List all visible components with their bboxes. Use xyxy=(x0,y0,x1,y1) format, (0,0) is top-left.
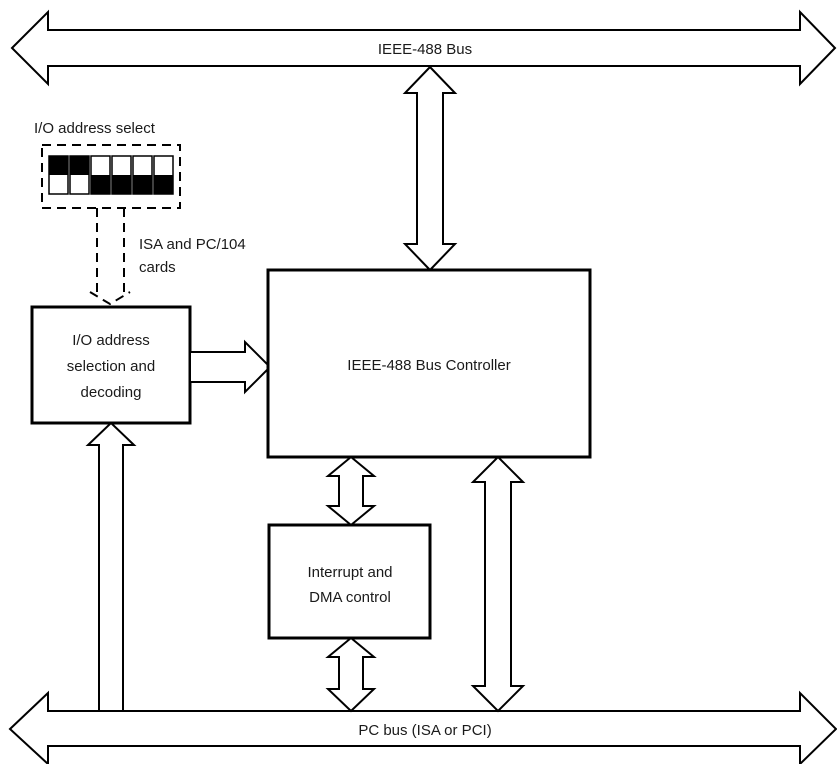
dip-switch-knob xyxy=(70,156,89,175)
dip-switch-knob xyxy=(154,175,173,194)
dip-switch-4[interactable] xyxy=(111,155,132,195)
interrupt-label-line1: Interrupt and xyxy=(307,564,392,581)
dip-switch-enclosure xyxy=(41,144,181,209)
dip-switch-1[interactable] xyxy=(48,155,69,195)
io-address-select-label: I/O address select xyxy=(34,120,156,137)
dip-switch-knob xyxy=(49,156,68,175)
controller-to-pcbus-arrow xyxy=(470,455,526,713)
io-box-label-line1: I/O address xyxy=(72,332,150,349)
dip-switch-knob xyxy=(112,175,131,194)
interrupt-dma-box xyxy=(267,523,432,640)
io-address-decoding-box xyxy=(30,305,192,425)
decoder-to-pcbus-arrow xyxy=(85,421,137,712)
dip-switch-bank[interactable] xyxy=(48,155,174,195)
io-box-label-line3: decoding xyxy=(81,384,142,401)
bus-controller-box xyxy=(266,268,592,459)
interrupt-to-pcbus-arrow xyxy=(325,636,377,713)
dip-switch-knob xyxy=(133,175,152,194)
bus-to-controller-arrow xyxy=(402,65,458,272)
isa-cards-label-line2: cards xyxy=(139,259,176,276)
pc-bus-arrow xyxy=(8,690,837,764)
dip-switch-2[interactable] xyxy=(69,155,90,195)
dip-switch-5[interactable] xyxy=(132,155,153,195)
isa-cards-label-line1: ISA and PC/104 xyxy=(139,236,246,253)
dashed-address-arrows xyxy=(89,208,131,306)
interrupt-label-line2: DMA control xyxy=(309,589,391,606)
pc-bus-label: PC bus (ISA or PCI) xyxy=(358,722,491,739)
dip-switch-knob xyxy=(91,175,110,194)
io-box-label-line2: selection and xyxy=(67,358,155,375)
controller-to-interrupt-arrow xyxy=(325,455,377,527)
ieee-488-bus-label: IEEE-488 Bus xyxy=(378,41,472,58)
dip-switch-3[interactable] xyxy=(90,155,111,195)
ieee-488-bus-arrow xyxy=(10,9,837,87)
dip-switch-6[interactable] xyxy=(153,155,174,195)
bus-controller-label: IEEE-488 Bus Controller xyxy=(347,357,510,374)
decoder-to-controller-arrow xyxy=(189,339,272,395)
